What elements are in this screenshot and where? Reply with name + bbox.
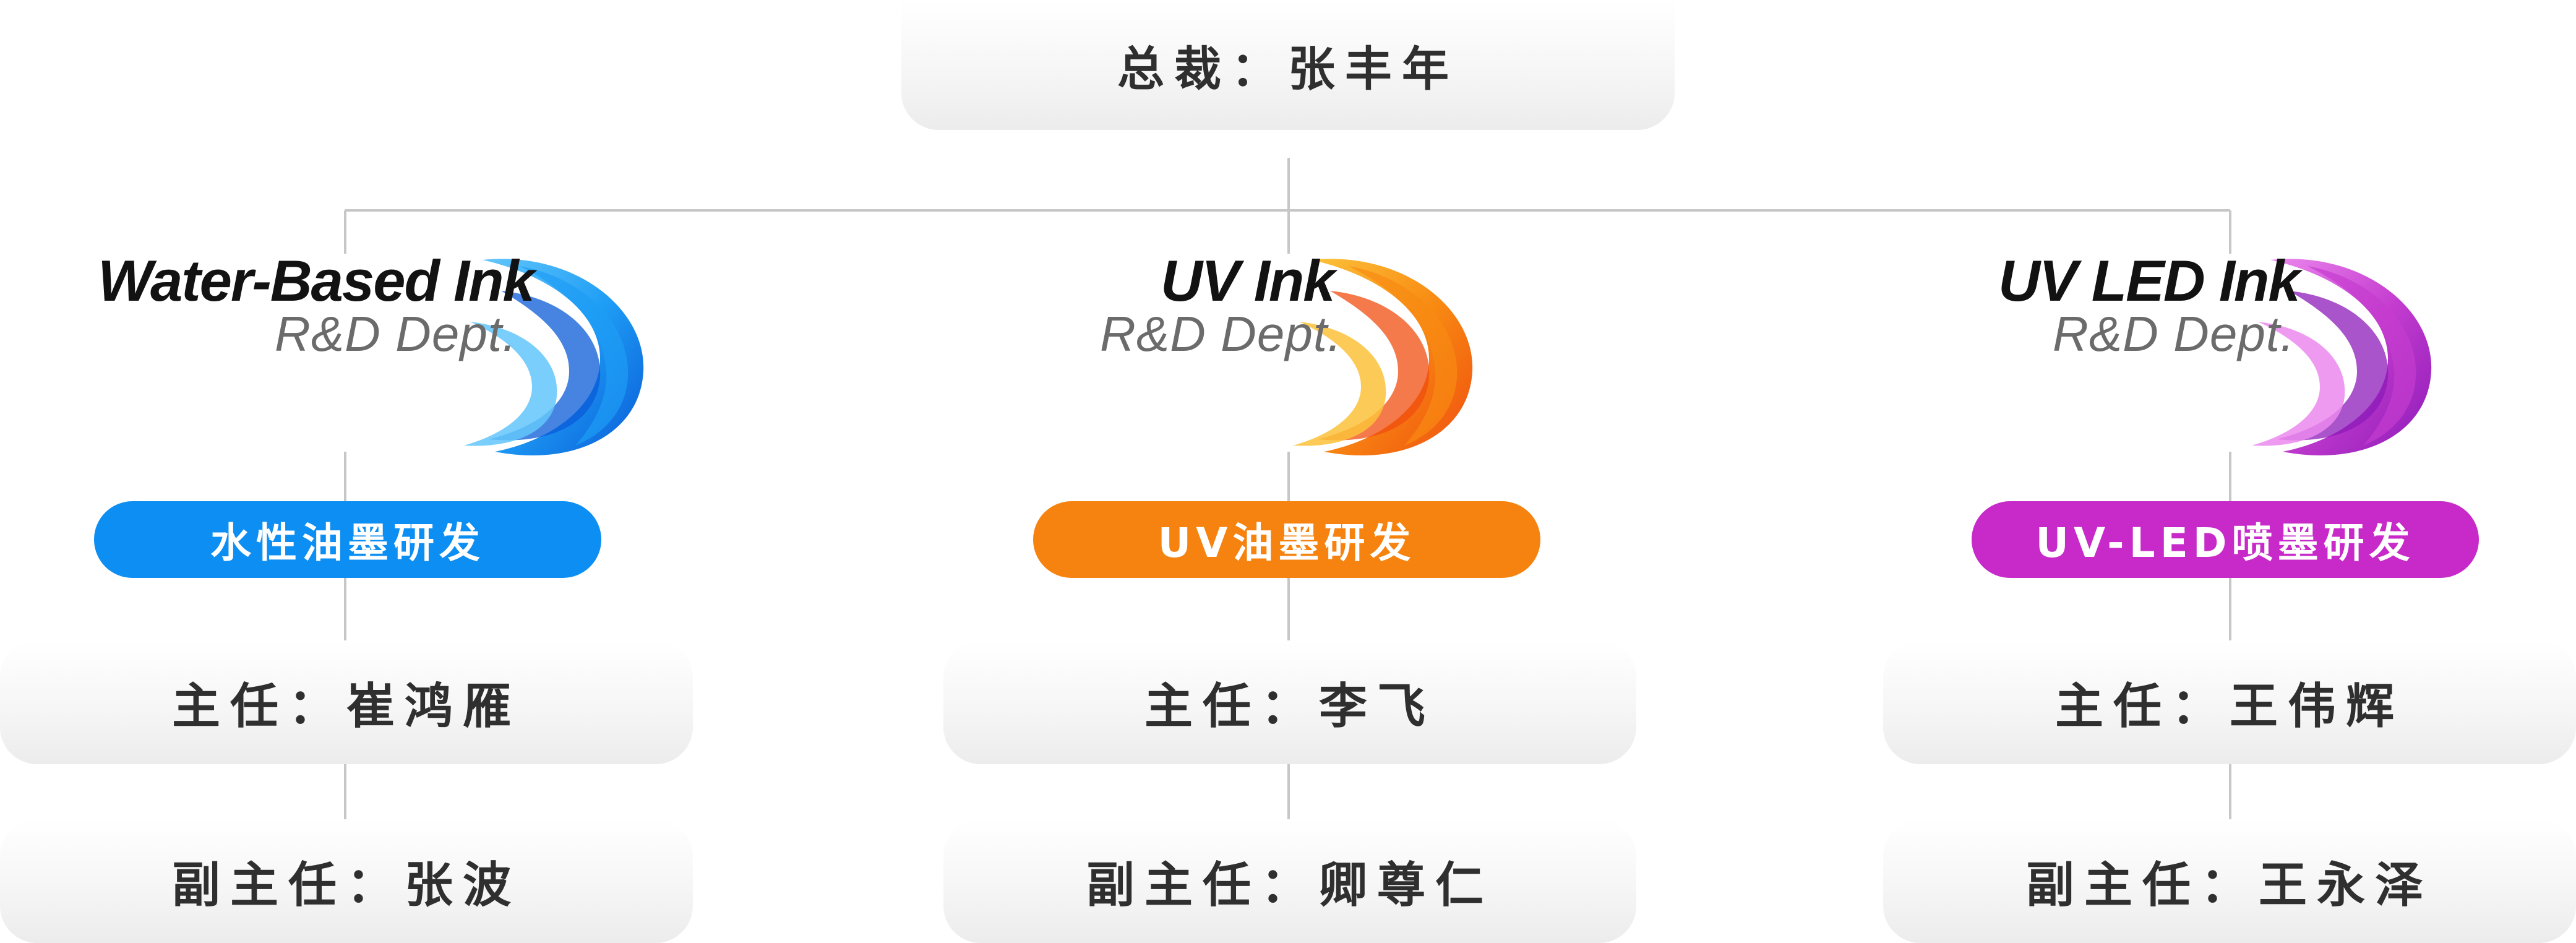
uv-subtitle: R&D Dept. (1100, 306, 1342, 361)
director-uv: 主任：李飞 (943, 640, 1636, 764)
swirl-petal (2252, 322, 2345, 446)
swirl-petal (1349, 266, 1458, 446)
pill-water-based-label: 水性油墨研发 (210, 519, 485, 567)
swirl-petal (464, 322, 557, 446)
pill-uv: UV油墨研发 (1033, 501, 1540, 578)
director-water-based-label: 主任：崔鸿雁 (171, 679, 521, 734)
pill-uv-label: UV油墨研发 (1157, 519, 1416, 567)
swirl-petal (489, 291, 601, 441)
deputy-uv-led-label: 副主任：王永泽 (2025, 858, 2433, 913)
deputy-uv: 副主任：卿尊仁 (943, 819, 1636, 943)
director-uv-led-label: 主任：王伟辉 (2054, 679, 2404, 734)
swirl-petal (1293, 322, 1386, 446)
dept-uv: UV Ink R&D Dept. (1083, 248, 1516, 470)
uv-led-swirl-icon (2252, 259, 2432, 456)
deputy-uv-led: 副主任：王永泽 (1883, 819, 2576, 943)
pill-water-based: 水性油墨研发 (94, 501, 601, 578)
president-box: 总裁：张丰年 (901, 0, 1675, 130)
director-uv-label: 主任：李飞 (1144, 679, 1435, 734)
swirl-petal (1318, 291, 1430, 441)
uv-led-subtitle: R&D Dept. (2053, 306, 2295, 361)
deputy-uv-label: 副主任：卿尊仁 (1086, 858, 1493, 913)
president-label: 总裁：张丰年 (1117, 41, 1459, 97)
uv-led-title: UV LED Ink (1998, 248, 2301, 313)
director-uv-led: 主任：王伟辉 (1883, 640, 2576, 764)
pill-uv-led: UV-LED喷墨研发 (1972, 501, 2479, 578)
swirl-petal (2308, 266, 2416, 446)
swirl-petal (2277, 291, 2389, 441)
water-based-title: Water-Based Ink (98, 248, 535, 313)
uv-swirl-icon (1293, 259, 1473, 456)
swirl-petal (520, 266, 629, 446)
pill-uv-led-label: UV-LED喷墨研发 (2035, 519, 2415, 567)
deputy-water-based-label: 副主任：张波 (171, 858, 521, 913)
water-based-subtitle: R&D Dept. (275, 306, 517, 361)
deputy-water-based: 副主任：张波 (0, 819, 693, 943)
water-based-swirl-icon (464, 259, 644, 456)
dept-uv-led: UV LED Ink R&D Dept. (1986, 248, 2450, 470)
director-water-based: 主任：崔鸿雁 (0, 640, 693, 764)
uv-title: UV Ink (1161, 248, 1336, 313)
dept-water-based: Water-Based Ink R&D Dept. (93, 248, 650, 470)
